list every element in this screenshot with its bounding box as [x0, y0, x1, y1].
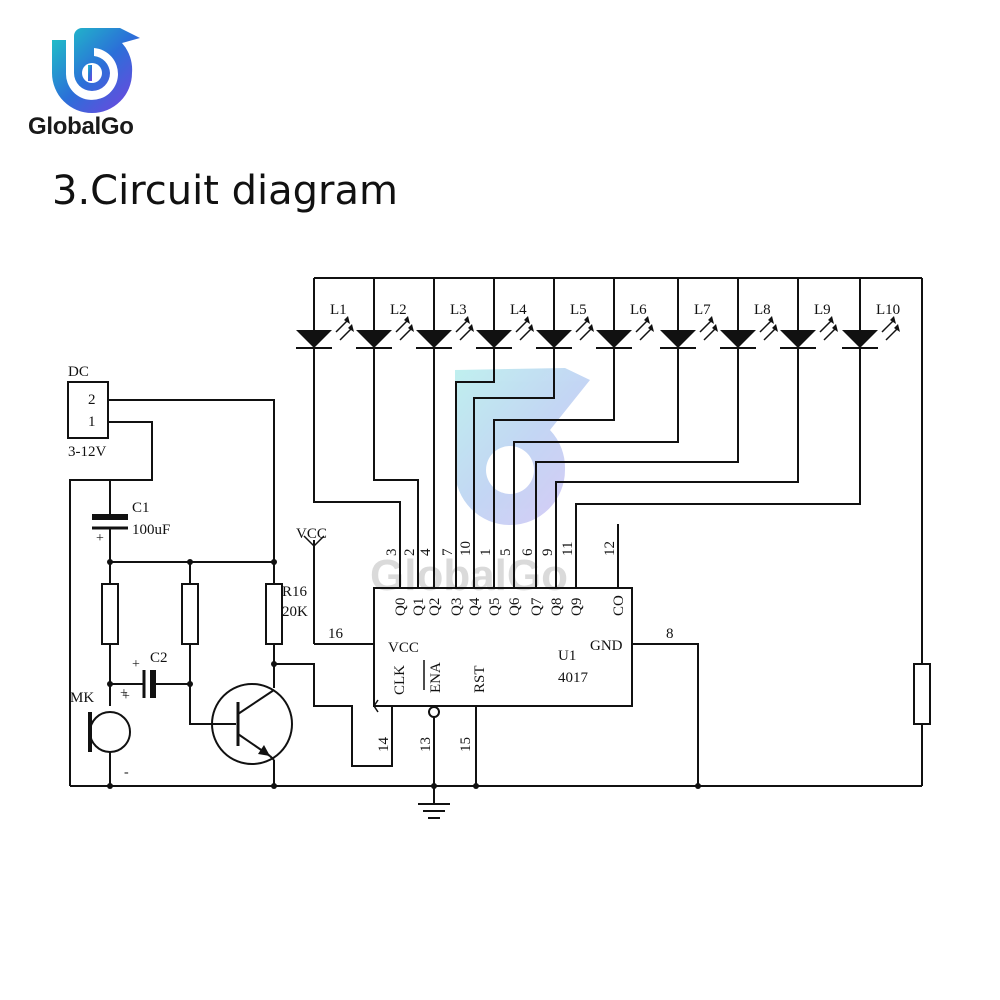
ic-output-q1: Q1 — [411, 598, 427, 616]
ic-output-q5: Q5 — [487, 598, 503, 616]
svg-text:+: + — [132, 657, 140, 672]
r16-resistor — [265, 583, 283, 645]
pin-8: 8 — [666, 626, 674, 642]
ground-symbol — [418, 786, 450, 819]
ic-output-q0: Q0 — [393, 598, 409, 616]
svg-text:+: + — [96, 531, 104, 546]
ic-clk-pin: CLK — [392, 665, 408, 695]
led-label: L3 — [450, 302, 467, 318]
led-l7: L7 — [660, 278, 718, 349]
ic-ena-pin: ENA — [428, 662, 444, 693]
led-l10: L10 — [842, 278, 900, 349]
r16-value: 20K — [282, 604, 308, 620]
led-label: L2 — [390, 302, 407, 318]
pin-14: 14 — [376, 737, 392, 753]
ic-pin-number: 3 — [384, 549, 400, 557]
led-l5: L5 — [536, 278, 594, 349]
dc-label: DC — [68, 364, 89, 380]
ic-pin-number: 1 — [478, 549, 494, 557]
base-resistor — [181, 583, 199, 645]
ic-pin-number: 2 — [402, 549, 418, 557]
c1-name: C1 — [132, 500, 150, 516]
led-label: L7 — [694, 302, 711, 318]
ic-rst-pin: RST — [472, 665, 488, 693]
led-label: L9 — [814, 302, 831, 318]
ic-output-q6: Q6 — [507, 597, 523, 616]
led-label: L4 — [510, 302, 527, 318]
page-heading: 3.Circuit diagram — [52, 168, 398, 214]
ic-pin-number: 5 — [498, 549, 514, 557]
globalgo-logo — [52, 28, 140, 113]
led-l4: L4 — [476, 278, 534, 349]
led-label: L6 — [630, 302, 647, 318]
ic-part: 4017 — [558, 670, 589, 686]
c1-value: 100uF — [132, 522, 170, 538]
ic-pin-number: 10 — [458, 541, 474, 556]
vcc-label: VCC — [296, 526, 327, 542]
microphone — [89, 711, 131, 753]
ic-pin-number: 7 — [440, 548, 456, 556]
led-label: L1 — [330, 302, 347, 318]
pin-13: 13 — [418, 737, 434, 752]
mic-minus: - — [124, 765, 129, 780]
led-l6: L6 — [596, 278, 654, 349]
ic-pin-number: 9 — [540, 549, 556, 557]
c2-name: C2 — [150, 650, 168, 666]
ic-output-q8: Q8 — [549, 598, 565, 616]
led-l2: L2 — [356, 278, 414, 349]
mic-bias-resistor — [101, 583, 119, 645]
ic-u1 — [373, 587, 633, 707]
ic-output-q2: Q2 — [427, 598, 443, 616]
ic-vcc-pin: VCC — [388, 640, 419, 656]
ic-pin-number: 11 — [560, 542, 576, 556]
mic-name: MK — [70, 690, 94, 706]
led-label: L5 — [570, 302, 587, 318]
ic-pin-number: 4 — [418, 548, 434, 556]
led-l9: L9 — [780, 278, 838, 349]
pin-15: 15 — [458, 737, 474, 752]
led-l3: L3 — [416, 278, 474, 349]
ic-pin-number: 6 — [520, 548, 536, 556]
dc-voltage: 3-12V — [68, 444, 106, 460]
brand-name: GlobalGo — [28, 113, 134, 140]
svg-text:+: + — [120, 686, 128, 701]
ic-output-q4: Q4 — [467, 597, 483, 616]
led-traces — [313, 348, 861, 588]
ic-name: U1 — [558, 648, 576, 664]
led-array: L1 L2 L3 L4 L5 L6 L7 L8 L9 L10 — [296, 278, 900, 349]
ic-gnd-pin: GND — [590, 638, 623, 654]
dc-connector — [67, 381, 109, 439]
r16-name: R16 — [282, 584, 308, 600]
dc-pin-2: 2 — [88, 392, 96, 408]
ic-pin-number: 12 — [602, 541, 618, 556]
led-l1: L1 — [296, 278, 354, 349]
ic-output-co: CO — [611, 595, 627, 616]
pin-16: 16 — [328, 626, 344, 642]
led-label: L10 — [876, 302, 900, 318]
dc-pin-1: 1 — [88, 414, 96, 430]
watermark — [455, 368, 590, 525]
ic-output-q7: Q7 — [529, 597, 545, 616]
npn-transistor — [211, 683, 293, 765]
ic-output-q3: Q3 — [449, 598, 465, 616]
led-l8: L8 — [720, 278, 778, 349]
mic-plus: + — [122, 689, 130, 704]
bottom-right-resistor — [913, 663, 931, 725]
ic-output-q9: Q9 — [569, 598, 585, 616]
led-label: L8 — [754, 302, 771, 318]
